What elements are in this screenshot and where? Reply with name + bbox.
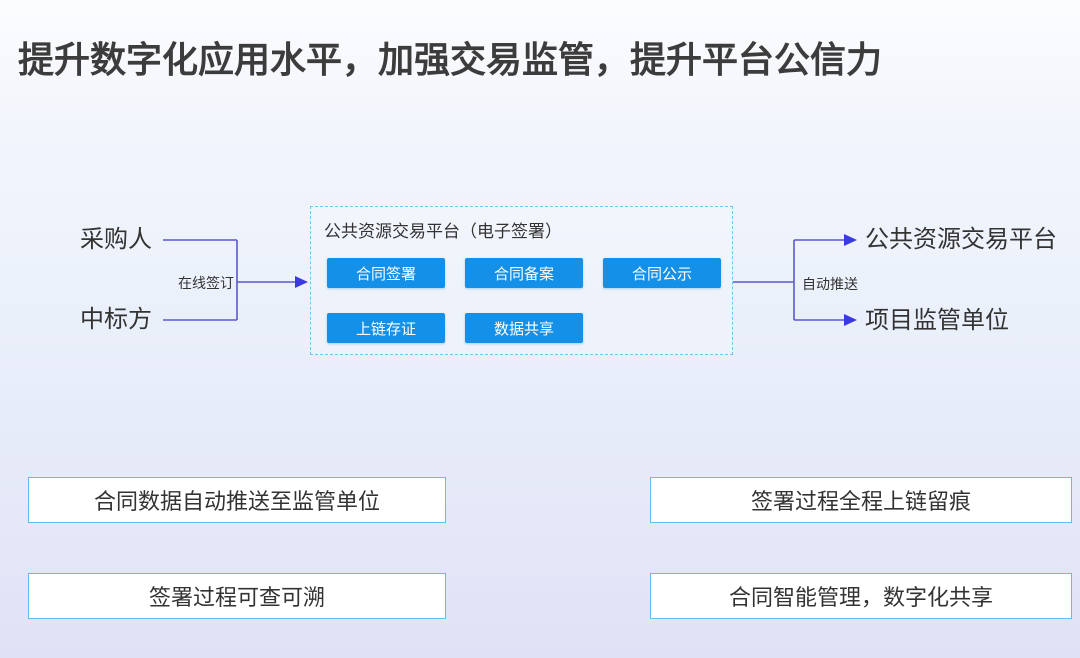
platform-box: 公共资源交易平台（电子签署） 合同签署 合同备案 合同公示 上链存证 数据共享 [310, 206, 733, 355]
edge-label-auto-push: 自动推送 [802, 276, 858, 292]
benefit-card-chain-trace: 签署过程全程上链留痕 [650, 477, 1072, 523]
connector-right-lines [733, 239, 845, 321]
edge-label-online-signing: 在线签订 [178, 275, 234, 291]
node-project-supervision-unit: 项目监管单位 [865, 307, 1009, 334]
page-title: 提升数字化应用水平，加强交易监管，提升平台公信力 [18, 39, 883, 80]
contract-filing-button[interactable]: 合同备案 [465, 258, 583, 288]
chain-evidence-button[interactable]: 上链存证 [327, 313, 445, 343]
arrow-right-icon [844, 234, 857, 246]
arrow-right-icon [844, 314, 857, 326]
node-purchaser: 采购人 [80, 226, 152, 253]
contract-publicity-button[interactable]: 合同公示 [603, 258, 721, 288]
platform-button-row-1: 合同签署 合同备案 合同公示 [311, 258, 732, 288]
node-winning-bidder: 中标方 [80, 306, 152, 333]
node-public-resource-platform: 公共资源交易平台 [865, 226, 1057, 253]
benefit-card-searchable: 签署过程可查可溯 [28, 573, 446, 619]
platform-box-title: 公共资源交易平台（电子签署） [324, 222, 562, 241]
data-sharing-button[interactable]: 数据共享 [465, 313, 583, 343]
benefit-card-auto-push: 合同数据自动推送至监管单位 [28, 477, 446, 523]
benefit-card-smart-management: 合同智能管理，数字化共享 [650, 573, 1072, 619]
contract-sign-button[interactable]: 合同签署 [327, 258, 445, 288]
connector-left-lines [163, 239, 296, 321]
platform-button-row-2: 上链存证 数据共享 [311, 313, 732, 343]
arrow-right-icon [295, 276, 308, 288]
